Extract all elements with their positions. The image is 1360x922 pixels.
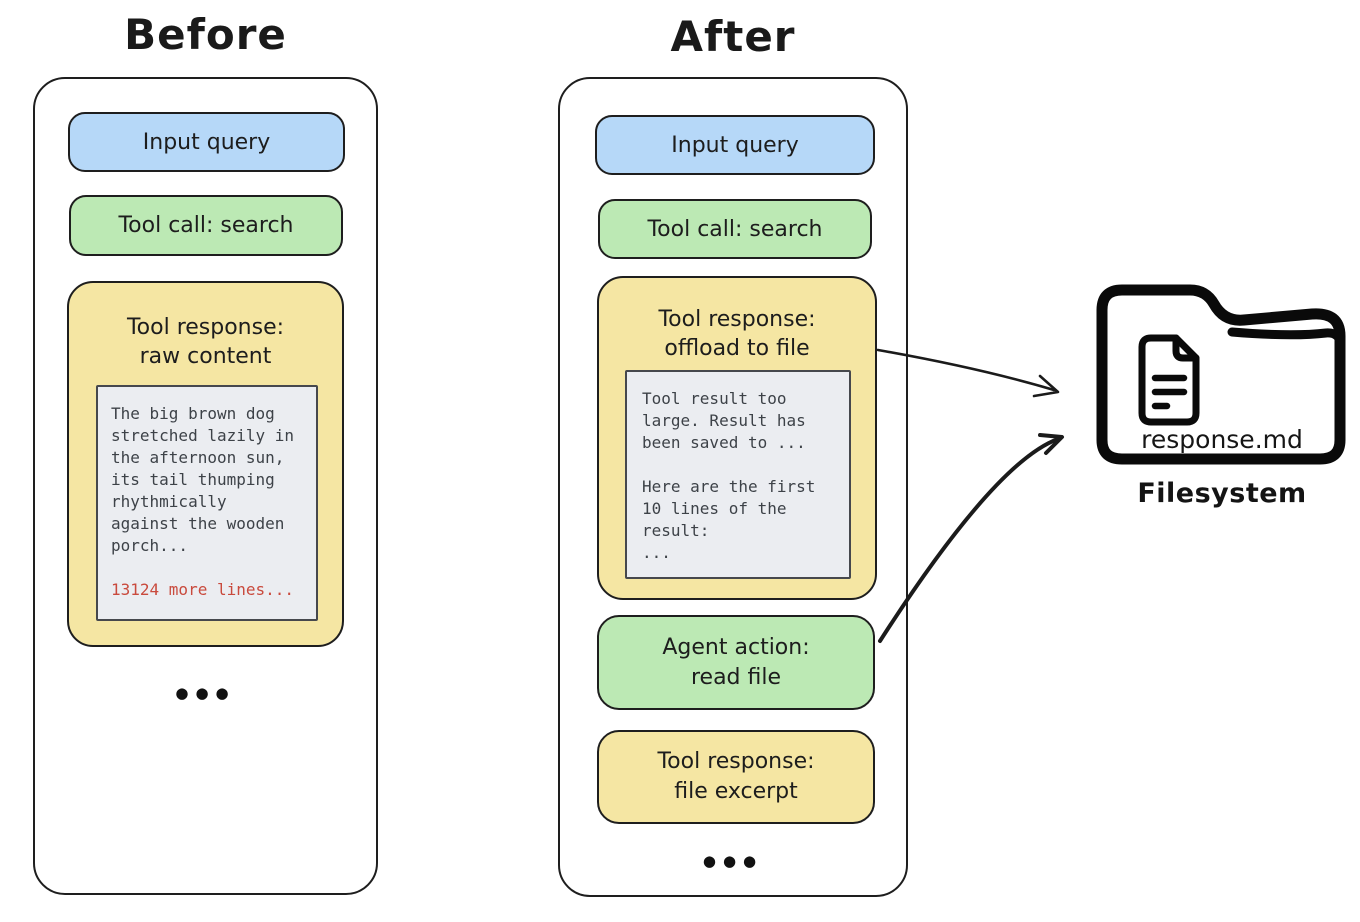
before-tool-call-label: Tool call: search [118,213,294,238]
document-icon [1138,334,1200,426]
folder-flap-line [1227,327,1346,351]
after-input-query-box: Input query [595,115,875,175]
after-title: After [670,12,796,61]
before-raw-content-inset: The big brown dog stretched lazily in th… [96,385,318,621]
before-ellipsis: ●●● [175,684,236,702]
after-agent-action-label: Agent action: read file [662,634,810,690]
after-agent-action-box: Agent action: read file [597,615,875,710]
before-title: Before [124,10,287,59]
before-tool-response-label: Tool response: raw content [126,315,285,369]
after-tool-call-box: Tool call: search [598,199,872,259]
after-input-query-label: Input query [671,132,799,158]
filesystem-caption: Filesystem [1137,478,1307,509]
after-tool-response-excerpt-box: Tool response: file excerpt [597,730,875,824]
after-ellipsis: ●●● [702,852,764,870]
before-input-query-box: Input query [68,112,345,172]
response-file-label: response.md [1141,425,1303,454]
folder-outline [1096,284,1346,465]
before-input-query-label: Input query [142,129,271,155]
before-tool-call-box: Tool call: search [69,195,343,256]
folder-icon [1096,284,1346,465]
after-tool-response-excerpt-label: Tool response: file excerpt [657,749,815,804]
before-tool-response-box: Tool response: raw content The big brown… [67,281,344,647]
arrow-read-file [878,433,1064,643]
arrow-offload-to-file [876,348,1060,398]
after-panel: Input query Tool call: search Tool respo… [558,77,908,897]
before-panel: Input query Tool call: search Tool respo… [33,77,378,895]
after-tool-response-offload-label: Tool response: offload to file [658,307,816,361]
after-tool-response-offload-box: Tool response: offload to file Tool resu… [597,276,877,600]
more-lines-label: 13124 more lines... [111,580,295,599]
after-tool-call-label: Tool call: search [647,216,823,242]
after-offload-inset: Tool result too large. Result has been s… [625,370,851,579]
raw-content-snippet: The big brown dog stretched lazily in th… [111,404,295,555]
offload-snippet: Tool result too large. Result has been s… [642,389,816,562]
